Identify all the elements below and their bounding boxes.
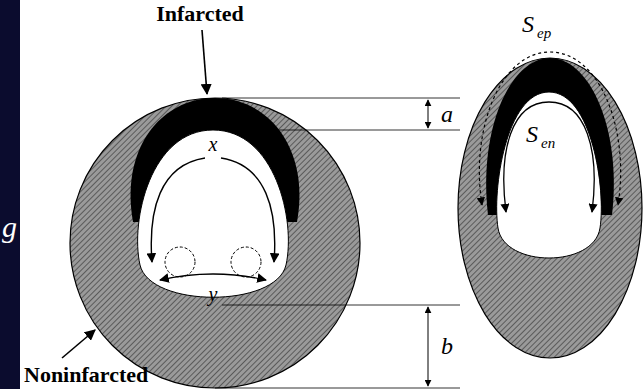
vortex-loop (165, 247, 195, 277)
arc-symbol: S (522, 12, 534, 36)
noninfarcted-wall (70, 98, 360, 388)
dimension-line (215, 388, 460, 389)
dimension-line (222, 98, 460, 99)
dimension-arrow (428, 307, 429, 386)
epicardial-arc (479, 52, 620, 205)
lv-cavity (497, 92, 602, 258)
flow-arrow (221, 158, 275, 262)
dimension-label: a (441, 102, 453, 126)
figure-ground (20, 0, 644, 389)
arc-symbol: S (526, 122, 538, 146)
dimension-label: b (441, 334, 453, 358)
arc-subscript: ep (537, 26, 551, 41)
endocardial-arc (504, 102, 594, 212)
vortex-loop (231, 247, 261, 277)
dimension-arrow (428, 100, 429, 128)
region-name: Infarcted (156, 3, 244, 25)
flow-arrow (160, 274, 266, 280)
point-label: x (209, 134, 218, 154)
dimension-line (222, 305, 460, 306)
leader-arrow (62, 330, 95, 358)
arc-subscript: en (541, 136, 555, 151)
point-label: y (209, 284, 218, 304)
flow-arrow (151, 158, 205, 262)
dimension-line (222, 130, 460, 131)
leader-arrow (202, 30, 207, 94)
region-name: Noninfarcted (24, 364, 148, 386)
noninfarcted-wall (458, 58, 642, 358)
slide-text: g (2, 212, 17, 242)
lv-cavity (138, 130, 289, 297)
